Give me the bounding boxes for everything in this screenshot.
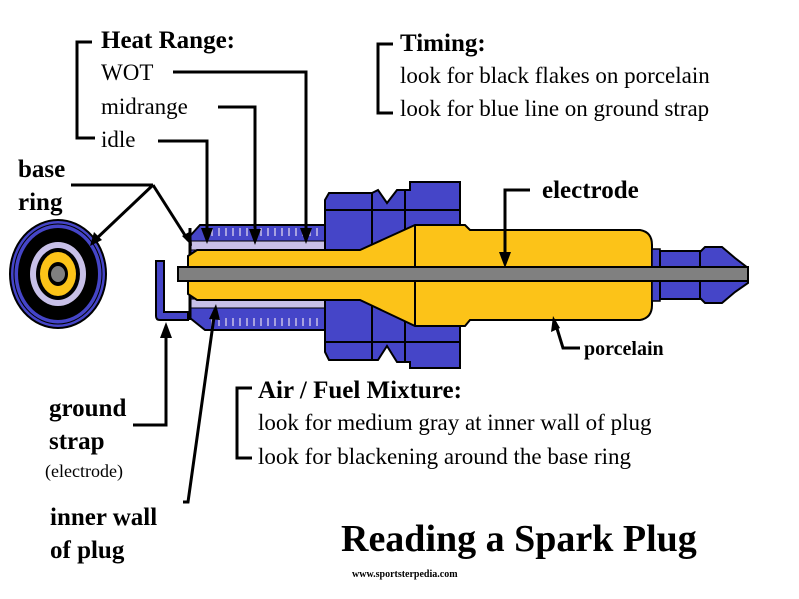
timing-item-2: look for blue line on ground strap (400, 96, 710, 121)
arrowheads (90, 228, 560, 338)
ground-strap-label-2: strap (49, 428, 105, 455)
timing-title: Timing: (400, 30, 486, 57)
watermark: www.sportsterpedia.com (352, 569, 458, 580)
heat-range-idle: idle (101, 127, 136, 152)
leader-lines (71, 40, 580, 504)
diagram-title: Reading a Spark Plug (341, 518, 697, 560)
air-fuel-title: Air / Fuel Mixture: (258, 377, 462, 404)
timing-item-1: look for black flakes on porcelain (400, 63, 710, 88)
inner-wall-label-2: of plug (50, 537, 125, 564)
base-ring-label-2: ring (18, 189, 63, 216)
center-electrode (177, 266, 749, 282)
heat-range-midrange: midrange (101, 94, 188, 119)
heat-range-wot: WOT (101, 60, 154, 85)
electrode-label: electrode (542, 177, 639, 204)
ground-strap (155, 260, 189, 321)
air-fuel-item-2: look for blackening around the base ring (258, 444, 631, 469)
ground-strap-label-3: (electrode) (45, 461, 123, 481)
base-ring-label-1: base (18, 156, 66, 183)
inner-wall-label-1: inner wall (50, 504, 158, 531)
base-ring-end-view (9, 219, 107, 329)
air-fuel-item-1: look for medium gray at inner wall of pl… (258, 410, 652, 435)
ground-strap-label-1: ground (49, 395, 127, 422)
porcelain-label: porcelain (584, 338, 664, 360)
heat-range-title: Heat Range: (101, 27, 235, 54)
